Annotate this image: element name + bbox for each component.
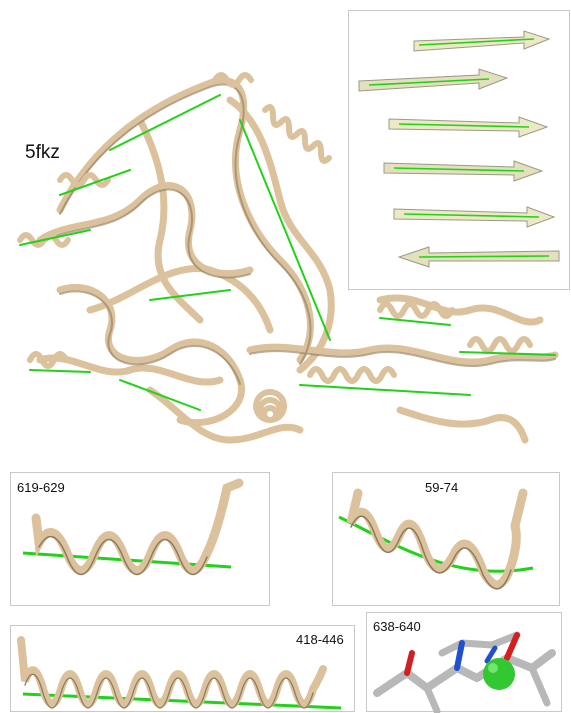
beta-strands-figure — [349, 11, 571, 291]
strand-arrows — [359, 31, 559, 267]
metal-ion — [483, 658, 515, 690]
site-638-640-panel: 638-640 — [366, 612, 562, 712]
helix-418-446-panel: 418-446 — [10, 625, 355, 712]
helix-59-74-figure — [333, 473, 561, 607]
strand-axes — [369, 39, 549, 257]
helix-418-446-figure — [11, 626, 356, 713]
residue-sticks — [377, 635, 552, 711]
beta-strands-panel — [348, 10, 570, 290]
helix-59-74-panel: 59-74 — [332, 472, 560, 606]
helix-619-629-figure — [11, 473, 271, 607]
helix-619-629-panel: 619-629 — [10, 472, 270, 606]
helix-ribbon — [21, 640, 323, 704]
pdb-id-label: 5fkz — [25, 142, 60, 164]
metal-ion-highlight — [488, 663, 498, 673]
site-638-640-figure — [367, 613, 563, 713]
